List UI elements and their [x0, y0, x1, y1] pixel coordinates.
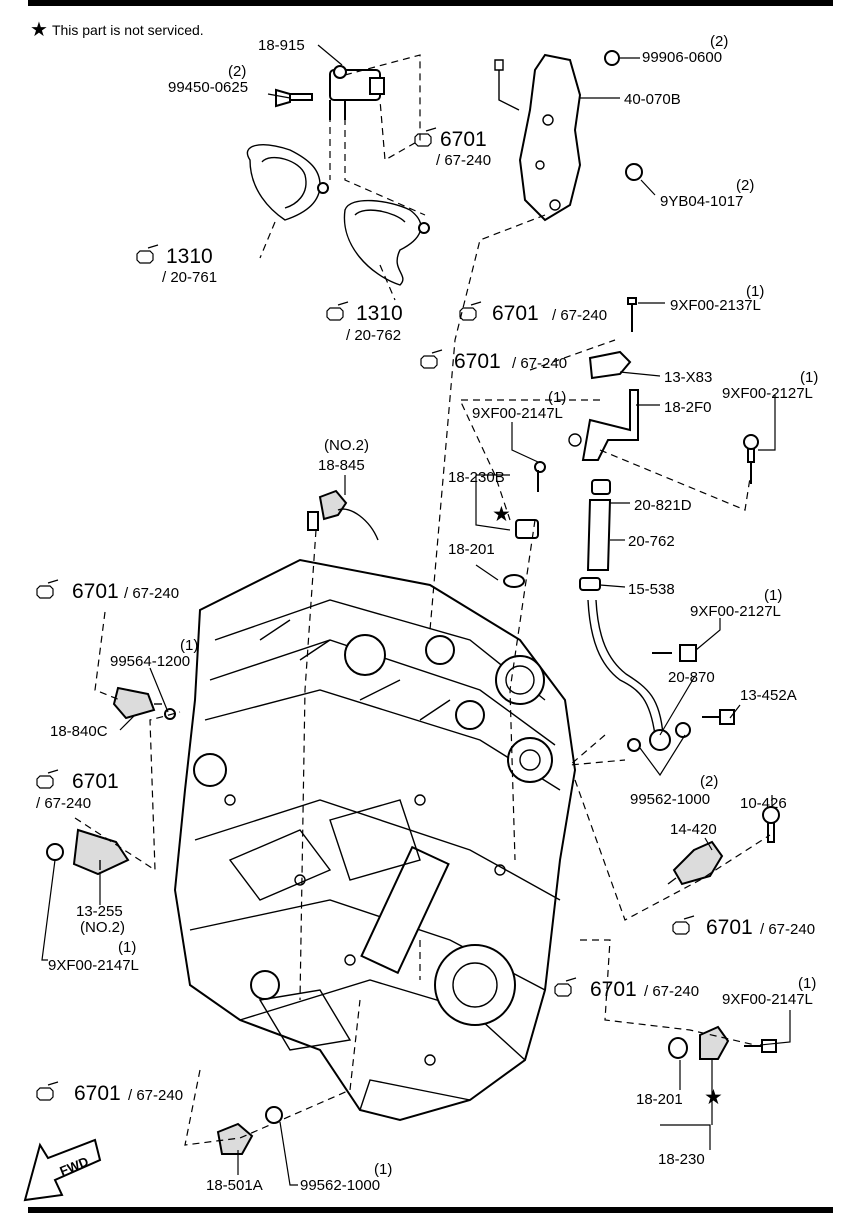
qty-99562-a: (2) — [700, 773, 718, 790]
qty-9yb04: (2) — [736, 177, 754, 194]
ref-67-240-e: / 67-240 — [36, 795, 91, 812]
ref-6701-d: 6701 — [72, 580, 119, 603]
label-18-840c: 18-840C — [50, 723, 108, 740]
label-13-255: 13-255 — [76, 903, 123, 920]
ref-67-240-c: / 67-240 — [512, 355, 567, 372]
ref-symbol-icon — [36, 579, 59, 599]
ref-symbol-icon — [326, 301, 349, 321]
label-99562-1000-a: 99562-1000 — [630, 791, 710, 808]
ref-symbol-icon — [459, 301, 482, 321]
label-99562-1000-b: 99562-1000 — [300, 1177, 380, 1194]
label-18-845-no2: (NO.2) — [324, 437, 369, 454]
qty-9xf2147-c: (1) — [798, 975, 816, 992]
not-serviced-star-icon: ★ — [704, 1086, 723, 1109]
ref-67-240-a: / 67-240 — [436, 152, 491, 169]
ref-symbol-icon — [414, 127, 437, 147]
ref-67-240-g: / 67-240 — [644, 983, 699, 1000]
leader-lines — [41, 44, 791, 1186]
ref-6701-c: 6701 — [454, 350, 501, 373]
ref-6701-e: 6701 — [72, 770, 119, 793]
ref-symbol-icon — [554, 977, 577, 997]
ref-67-240-d: / 67-240 — [124, 585, 179, 602]
label-9yb04-1017: 9YB04-1017 — [660, 193, 743, 210]
qty-99906: (2) — [710, 33, 728, 50]
label-15-538: 15-538 — [628, 581, 675, 598]
ref-6701-b: 6701 — [492, 302, 539, 325]
label-10-426: 10-426 — [740, 795, 787, 812]
star-icon: ★ — [30, 19, 48, 41]
label-20-821d: 20-821D — [634, 497, 692, 514]
label-40-070b: 40-070B — [624, 91, 681, 108]
qty-9xf2147-a: (1) — [548, 389, 566, 406]
sensor-18-845 — [307, 489, 379, 541]
label-20-762: 20-762 — [628, 533, 675, 550]
oil-control-hoses — [503, 461, 735, 752]
ref-symbol-icon — [36, 1081, 59, 1101]
ref-symbol-icon — [420, 349, 443, 369]
label-18-230: 18-230 — [658, 1151, 705, 1168]
dashed-reference-lines — [74, 54, 771, 1146]
label-13-x83: 13-X83 — [664, 369, 712, 386]
label-99564-1200: 99564-1200 — [110, 653, 190, 670]
label-18-845: 18-845 — [318, 457, 365, 474]
label-18-201-b: 18-201 — [636, 1091, 683, 1108]
ref-67-240-f: / 67-240 — [760, 921, 815, 938]
not-serviced-star-icon: ★ — [492, 503, 511, 526]
top-border-rule — [28, 0, 833, 6]
qty-99564: (1) — [180, 637, 198, 654]
label-18-915: 18-915 — [258, 37, 305, 54]
label-9xf00-2147l-b: 9XF00-2147L — [48, 957, 139, 974]
fwd-arrow — [23, 1138, 102, 1202]
qty-9xf2147-b: (1) — [118, 939, 136, 956]
ref-symbol-icon — [36, 769, 59, 789]
ref-symbol-icon — [136, 244, 159, 264]
ref-20-762: / 20-762 — [346, 327, 401, 344]
ref-6701-h: 6701 — [74, 1082, 121, 1105]
bottom-border-rule — [28, 1207, 833, 1213]
ref-20-761: / 20-761 — [162, 269, 217, 286]
label-18-230b: 18-230B — [448, 469, 505, 486]
left-sensors — [46, 686, 176, 876]
qty-9xf2137: (1) — [746, 283, 764, 300]
ref-6701-a: 6701 — [440, 128, 487, 151]
label-18-501a: 18-501A — [206, 1177, 263, 1194]
label-20-870: 20-870 — [668, 669, 715, 686]
bracket-40-070b — [494, 50, 643, 222]
label-14-420: 14-420 — [670, 821, 717, 838]
label-13-255-no2: (NO.2) — [80, 919, 125, 936]
ref-1310-a: 1310 — [166, 245, 213, 268]
not-serviced-legend: ★ This part is not serviced. — [30, 20, 204, 40]
label-99450-0625: 99450-0625 — [168, 79, 248, 96]
label-18-2f0: 18-2F0 — [664, 399, 712, 416]
qty-9xf2127-b: (1) — [764, 587, 782, 604]
part-labels: 18-915 (2) 99450-0625 6701 / 67-240 1310… — [36, 33, 818, 1194]
ref-67-240-b: / 67-240 — [552, 307, 607, 324]
qty-99562-b: (1) — [374, 1161, 392, 1178]
label-13-452a: 13-452A — [740, 687, 797, 704]
label-99906-0600: 99906-0600 — [642, 49, 722, 66]
ref-symbol-icon — [672, 915, 695, 935]
ref-6701-f: 6701 — [706, 916, 753, 939]
label-9xf00-2147l-a: 9XF00-2147L — [472, 405, 563, 422]
label-18-201-a: 18-201 — [448, 541, 495, 558]
label-9xf00-2137l: 9XF00-2137L — [670, 297, 761, 314]
ref-1310-b: 1310 — [356, 302, 403, 325]
qty-99450: (2) — [228, 63, 246, 80]
qty-9xf2127-a: (1) — [800, 369, 818, 386]
label-9xf00-2127l-a: 9XF00-2127L — [722, 385, 813, 402]
legend-text: This part is not serviced. — [51, 22, 204, 38]
ref-6701-g: 6701 — [590, 978, 637, 1001]
solenoid-13-x83-and-brackets — [568, 297, 759, 484]
ref-67-240-h: / 67-240 — [128, 1087, 183, 1104]
pressure-sensor-assembly — [246, 65, 430, 286]
engine-block-illustration — [173, 558, 577, 1122]
label-9xf00-2127l-b: 9XF00-2127L — [690, 603, 781, 620]
label-9xf00-2147l-c: 9XF00-2147L — [722, 991, 813, 1008]
